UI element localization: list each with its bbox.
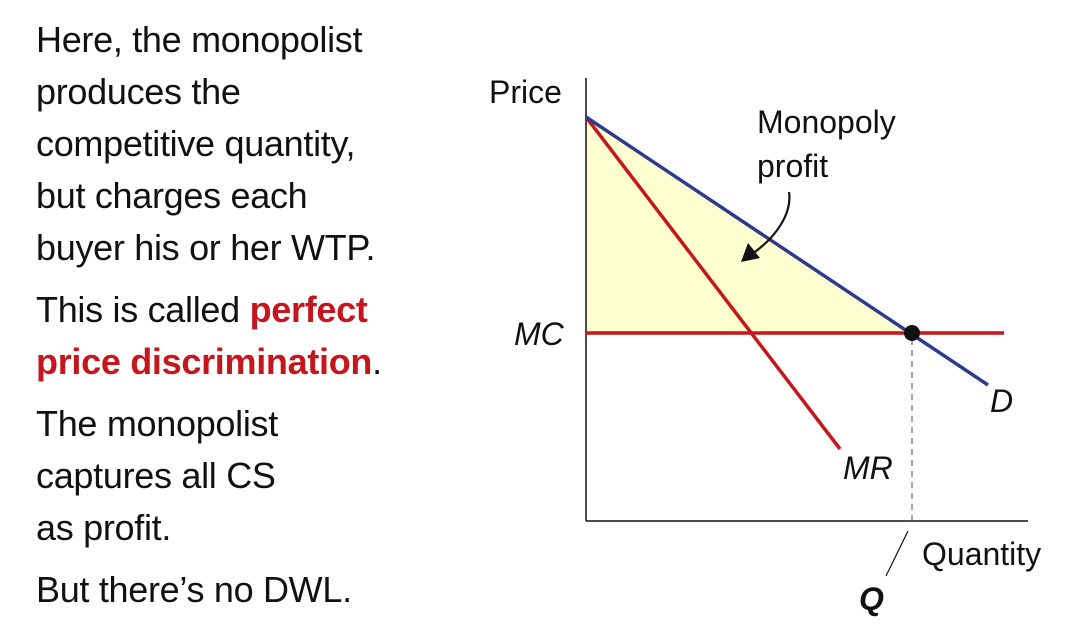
text-line: produces the	[36, 71, 241, 112]
x-axis-label: Quantity	[922, 536, 1041, 572]
text-line: Here, the monopolist	[36, 19, 363, 60]
explanation-paragraph-3: The monopolist captures all CS as profit…	[36, 398, 476, 554]
highlight-term: price discrimination	[36, 341, 373, 382]
profit-arrow-head	[741, 243, 760, 262]
explanation-paragraph-1: Here, the monopolist produces the compet…	[36, 14, 476, 274]
text-line: captures all CS	[36, 455, 276, 496]
explanation-paragraph-2: This is called perfect price discriminat…	[36, 284, 476, 388]
highlight-term: perfect	[249, 289, 368, 330]
text-line: but charges each	[36, 175, 308, 216]
demand-curve	[585, 115, 989, 387]
quantity-label: Q	[859, 581, 884, 617]
mr-curve	[584, 115, 842, 451]
text-span: .	[372, 341, 382, 382]
mr-label: MR	[843, 450, 893, 486]
equilibrium-point	[904, 325, 920, 341]
profit-label-line-2: profit	[757, 148, 828, 184]
explanation-panel: Here, the monopolist produces the compet…	[36, 14, 476, 616]
explanation-paragraph-4: But there’s no DWL.	[36, 564, 476, 616]
text-line: The monopolist	[36, 403, 278, 444]
profit-label-line-1: Monopoly	[757, 104, 896, 140]
demand-label: D	[990, 383, 1013, 419]
mc-label: MC	[514, 316, 565, 352]
text-line: This is called perfect	[36, 284, 476, 336]
text-line: But there’s no DWL.	[36, 569, 352, 610]
text-line: competitive quantity,	[36, 123, 356, 164]
text-line: price discrimination.	[36, 336, 476, 388]
text-line: buyer his or her WTP.	[36, 227, 376, 268]
y-axis-label: Price	[489, 74, 562, 110]
quantity-pointer-line	[885, 530, 909, 577]
profit-arrow-shaft	[751, 191, 791, 255]
text-span: This is called	[36, 289, 250, 330]
text-line: as profit.	[36, 507, 172, 548]
